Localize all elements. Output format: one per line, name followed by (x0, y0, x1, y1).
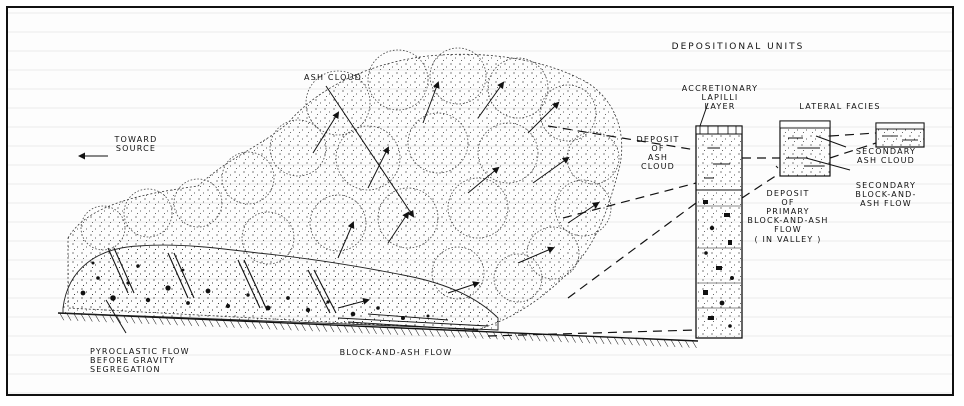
label-pyroclastic-3: SEGREGATION (90, 365, 161, 374)
label-primary-3: PRIMARY (766, 207, 809, 216)
correlation-lines (487, 125, 877, 337)
label-accretionary-2: LAPILLI (702, 93, 739, 102)
label-deposit-ash-3: ASH (648, 153, 668, 162)
label-deposit-ash-1: DEPOSIT (636, 135, 679, 144)
label-deposit-ash-4: CLOUD (641, 162, 675, 171)
diagram-canvas: DEPOSITIONAL UNITS ASH CLOUD ACCRETIONAR… (57, 42, 925, 374)
label-secondary-ash-1: SECONDARY (856, 147, 916, 156)
label-ash-cloud: ASH CLOUD (304, 73, 362, 82)
label-secondary-block-3: ASH FLOW (860, 199, 912, 208)
label-secondary-block-2: BLOCK-AND- (855, 190, 916, 199)
lateral-facies-column-2 (875, 122, 925, 148)
label-toward-1: TOWARD (113, 135, 157, 144)
label-primary-6: ( IN VALLEY ) (754, 235, 821, 244)
diagram-frame: DEPOSITIONAL UNITS ASH CLOUD ACCRETIONAR… (6, 6, 954, 396)
label-depositional-units: DEPOSITIONAL UNITS (672, 42, 805, 52)
label-block-ash-flow: BLOCK-AND-ASH FLOW (340, 348, 453, 357)
label-secondary-ash-2: ASH CLOUD (857, 156, 915, 165)
label-pyroclastic-2: BEFORE GRAVITY (90, 356, 175, 365)
label-lateral-facies: LATERAL FACIES (799, 102, 880, 111)
lateral-facies-column-1 (779, 120, 831, 177)
label-primary-4: BLOCK-AND-ASH (747, 216, 828, 225)
label-accretionary-1: ACCRETIONARY (682, 84, 758, 93)
label-deposit-ash-2: OF (651, 144, 664, 153)
label-primary-2: OF (781, 198, 794, 207)
label-secondary-block-1: SECONDARY (856, 181, 916, 190)
deposit-column-main (695, 125, 743, 339)
label-primary-5: FLOW (774, 225, 802, 234)
label-pyroclastic-1: PYROCLASTIC FLOW (90, 347, 190, 356)
pyroclastic-flow-base (62, 244, 499, 331)
labels: DEPOSITIONAL UNITS ASH CLOUD ACCRETIONAR… (90, 42, 916, 374)
label-primary-1: DEPOSIT (766, 189, 809, 198)
label-toward-2: SOURCE (116, 144, 156, 153)
ground-surface (57, 312, 699, 348)
label-accretionary-3: LAYER (705, 102, 736, 111)
